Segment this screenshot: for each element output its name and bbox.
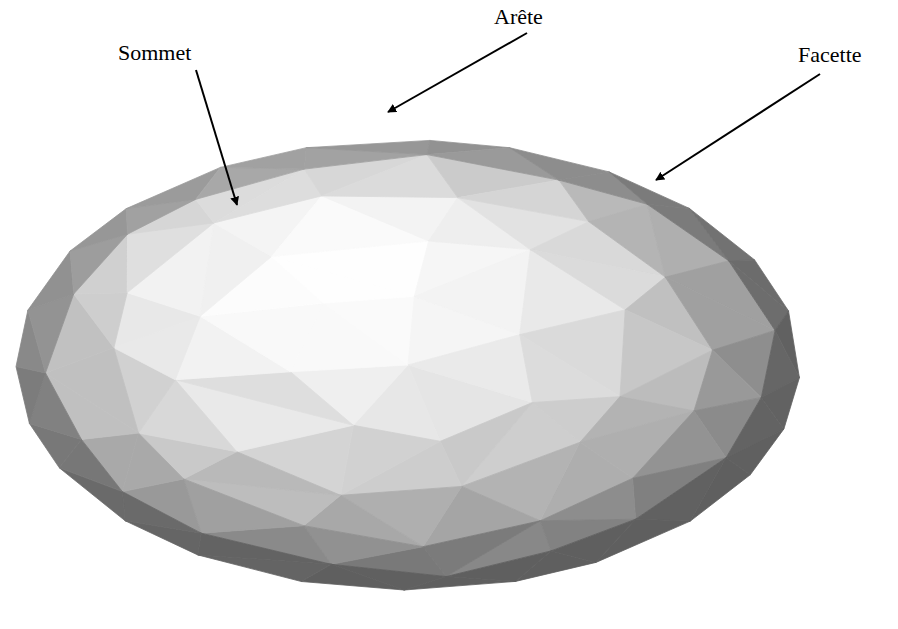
mesh-facet <box>70 209 127 251</box>
mesh-facet <box>636 458 726 521</box>
part-label: Sommet <box>118 40 191 66</box>
part-label: Facette <box>798 42 862 68</box>
mesh-facet <box>28 251 74 310</box>
mesh-facet <box>196 167 305 199</box>
mesh-facet <box>70 234 127 294</box>
mesh-facet <box>220 148 306 169</box>
mesh-facet <box>127 223 214 293</box>
mesh-facet <box>306 140 430 154</box>
leader-line <box>388 33 527 112</box>
mesh-facet <box>729 261 789 331</box>
mesh-facet <box>404 577 515 591</box>
mesh-facet <box>540 478 635 521</box>
leader-line <box>196 70 237 205</box>
mesh-facet <box>446 551 551 582</box>
polyhedral-mesh <box>16 140 799 590</box>
mesh-facet <box>689 208 754 260</box>
mesh-facet <box>184 479 304 533</box>
mesh-facet <box>74 293 128 348</box>
mesh-facet <box>414 250 530 335</box>
leader-lines <box>196 33 820 205</box>
part-label: Arête <box>494 4 543 30</box>
mesh-facet <box>341 425 441 495</box>
mesh-facet <box>609 172 689 209</box>
mesh-facet <box>324 296 415 365</box>
mesh-facet <box>520 335 620 403</box>
mesh-facet <box>122 492 201 534</box>
mesh-facet <box>127 223 214 316</box>
mesh-facet <box>198 533 332 564</box>
mesh-facet <box>408 335 532 403</box>
leader-line <box>656 74 820 180</box>
mesh-facet <box>16 367 46 424</box>
